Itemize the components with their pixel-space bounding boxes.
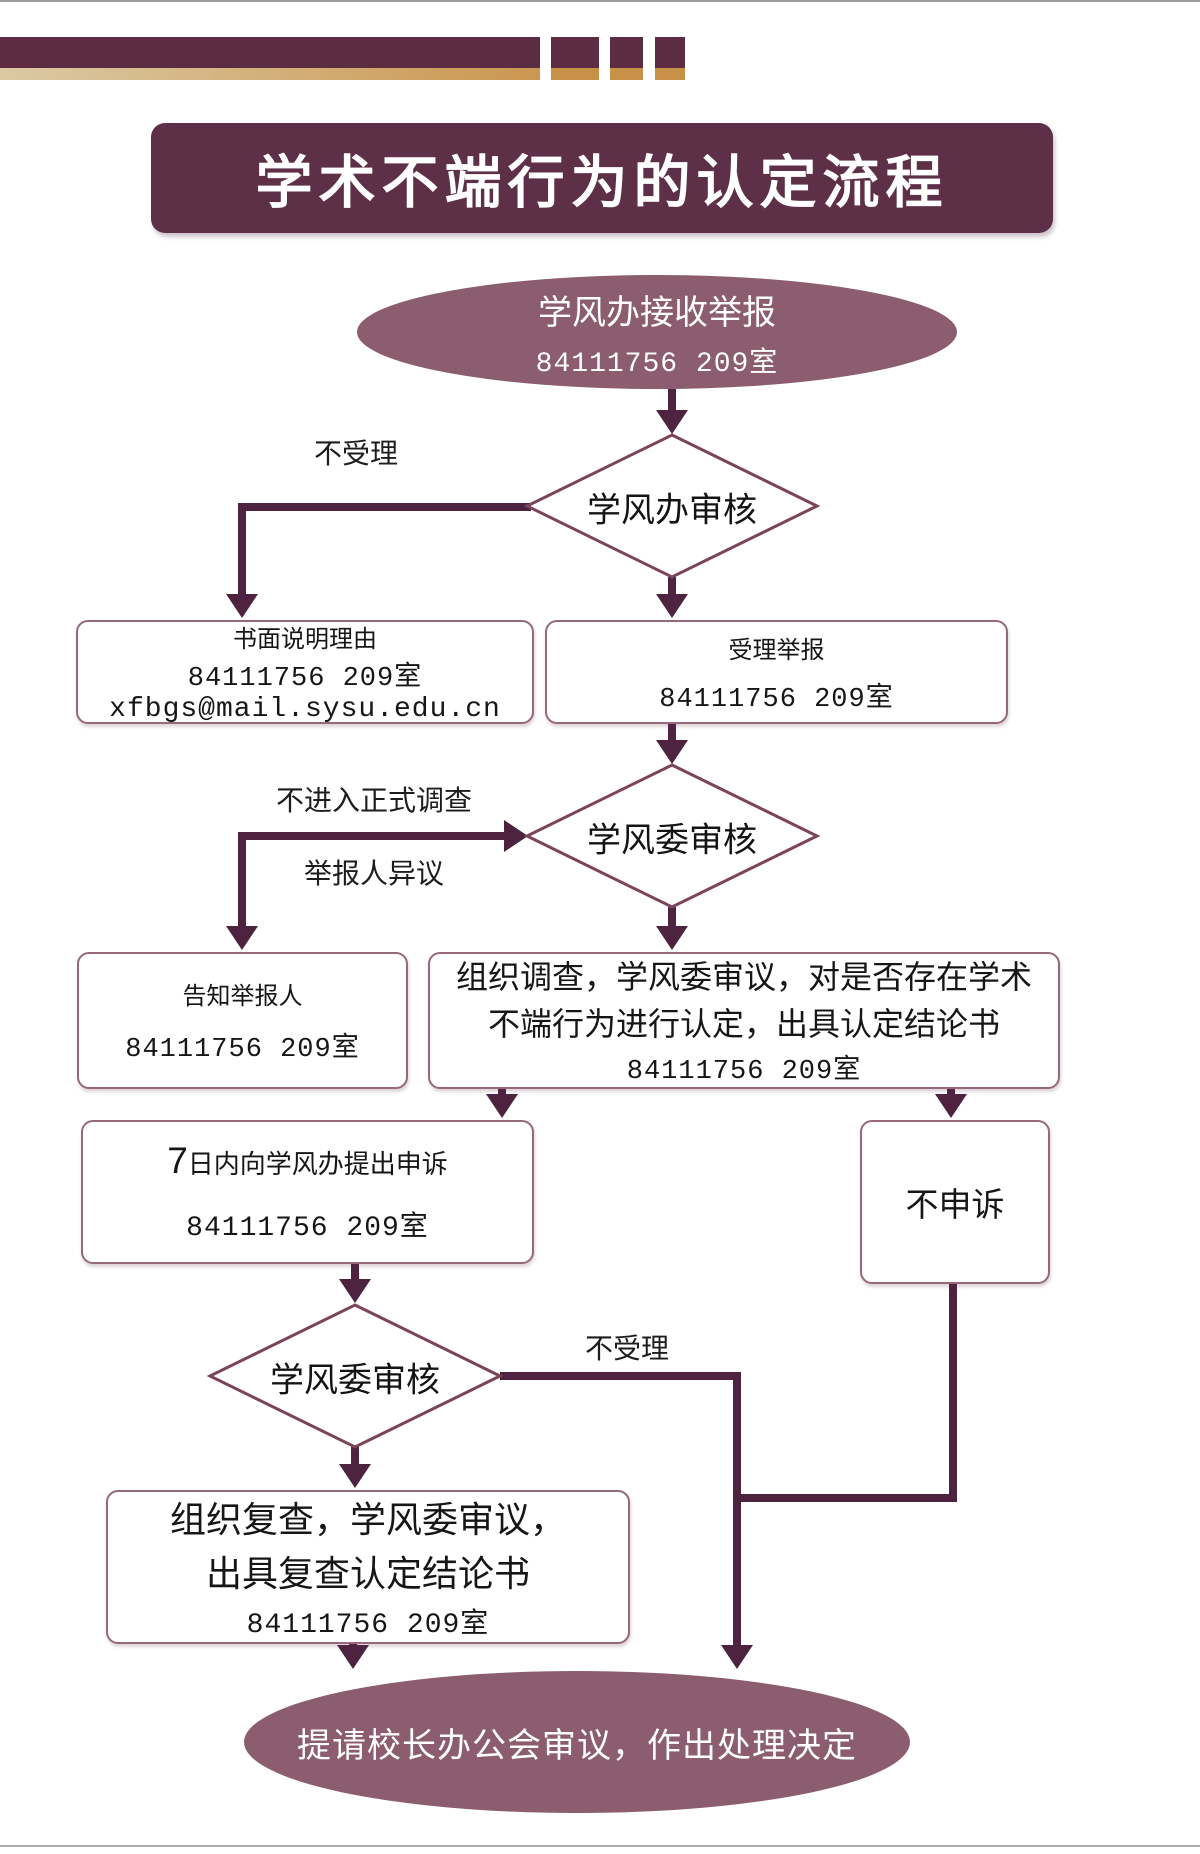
node-start-ellipse: 学风办接收举报 84111756 209室: [357, 275, 957, 389]
node-notify-reporter-box: 告知举报人 84111756 209室: [77, 952, 408, 1089]
bottom-border-line: [0, 1845, 1200, 1847]
diamond-office-review-label: 学风办审核: [587, 491, 757, 530]
arrowhead-objection-right: [504, 820, 528, 852]
header-square-3: [655, 37, 685, 68]
arrowhead-d2: [656, 740, 688, 764]
header-bar-gold: [0, 68, 540, 80]
connector-d3-reject-to-end: [500, 1372, 741, 1647]
edge-label-reject-1: 不受理: [313, 438, 399, 469]
investigation-line-2: 不端行为进行认定，出具认定结论书: [487, 1005, 1000, 1042]
written-explanation-phone: 84111756 209室: [187, 664, 423, 694]
header-square-2-gold: [610, 68, 643, 80]
top-border-line: [0, 0, 1200, 2]
accept-report-phone: 84111756 209室: [659, 684, 894, 715]
connector-d1-to-reason: [238, 503, 531, 596]
diamond-office-review: [523, 433, 821, 579]
header-bar-maroon: [0, 37, 540, 68]
node-investigation-box: 组织调查，学风委审议，对是否存在学术 不端行为进行认定，出具认定结论书 8411…: [428, 952, 1060, 1089]
header-square-2: [610, 37, 643, 68]
accept-report-label: 受理举报: [728, 636, 825, 664]
arrowhead-reason: [226, 594, 258, 618]
edge-label-no-formal-investigation: 不进入正式调查: [275, 785, 473, 816]
connector-arrowheads: [226, 410, 967, 1669]
written-explanation-label: 书面说明理由: [233, 626, 377, 653]
investigation-line-1: 组织调查，学风委审议，对是否存在学术: [455, 959, 1032, 996]
node-recheck-box: 组织复查，学风委审议， 出具复查认定结论书 84111756 209室: [106, 1490, 630, 1644]
edge-label-reject-2: 不受理: [584, 1333, 670, 1364]
node-no-appeal-box: 不申诉: [860, 1120, 1050, 1284]
diamond-committee-review-2: [206, 1303, 504, 1449]
title-banner: 学术不端行为的认定流程: [151, 123, 1053, 233]
header-square-1: [551, 37, 599, 68]
arrowhead-d3: [339, 1279, 371, 1303]
appeal-label-text: 日内向学风办提出申诉: [187, 1149, 448, 1179]
start-ellipse-label: 学风办接收举报: [538, 293, 776, 332]
arrowhead-appeal: [486, 1094, 518, 1118]
diamond-committee-review-1: [523, 763, 821, 909]
notify-reporter-phone: 84111756 209室: [125, 1035, 360, 1065]
recheck-line-1: 组织复查，学风委审议，: [169, 1499, 566, 1540]
header-square-1-gold: [551, 68, 599, 80]
written-explanation-email: xfbgs@mail.sysu.edu.cn: [109, 694, 501, 725]
arrowhead-start-d1: [656, 410, 688, 434]
node-appeal-box: 7日内向学风办提出申诉 84111756 209室: [81, 1120, 534, 1264]
node-accept-report-box: 受理举报 84111756 209室: [545, 620, 1008, 724]
arrowhead-noappeal: [935, 1094, 967, 1118]
no-appeal-label: 不申诉: [905, 1186, 1005, 1223]
recheck-phone: 84111756 209室: [246, 1610, 490, 1641]
arrowhead-notify: [226, 926, 258, 950]
end-ellipse-label: 提请校长办公会审议，作出处理决定: [297, 1726, 857, 1765]
node-written-explanation-box: 书面说明理由 84111756 209室 xfbgs@mail.sysu.edu…: [76, 620, 534, 725]
node-end-ellipse: 提请校长办公会审议，作出处理决定: [244, 1671, 910, 1813]
investigation-phone: 84111756 209室: [626, 1056, 862, 1087]
arrowhead-end-left: [337, 1645, 369, 1669]
diamond-committee-review-1-label: 学风委审核: [587, 821, 757, 860]
connector-noappeal-merge: [733, 1280, 957, 1502]
decision-diamonds: [206, 433, 821, 1449]
edge-label-reporter-objection: 举报人异议: [303, 858, 445, 889]
arrowhead-invest: [656, 926, 688, 950]
connector-lines: [238, 389, 957, 1647]
appeal-label: 7日内向学风办提出申诉: [167, 1140, 448, 1182]
recheck-line-2: 出具复查认定结论书: [205, 1553, 530, 1594]
connector-d2-notify-elbow: [238, 832, 504, 928]
page-title: 学术不端行为的认定流程: [255, 151, 949, 215]
start-ellipse-phone: 84111756 209室: [535, 348, 779, 380]
appeal-phone: 84111756 209室: [186, 1213, 429, 1244]
arrowhead-end-right: [721, 1645, 753, 1669]
arrowhead-accept: [656, 594, 688, 618]
header-square-3-gold: [655, 68, 685, 80]
diamond-committee-review-2-label: 学风委审核: [270, 1361, 440, 1400]
arrowhead-recheck: [339, 1464, 371, 1488]
appeal-days-number: 7: [167, 1140, 188, 1181]
notify-reporter-label: 告知举报人: [182, 983, 303, 1010]
